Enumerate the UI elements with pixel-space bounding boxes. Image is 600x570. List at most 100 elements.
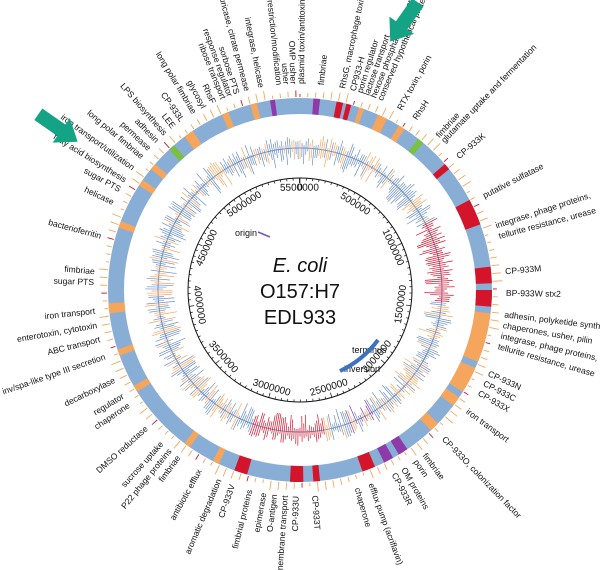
gc-spike bbox=[286, 137, 289, 154]
gc-spike bbox=[375, 401, 382, 410]
scale-minor-tick bbox=[193, 323, 197, 326]
scale-tick-label: 4500000 bbox=[194, 228, 220, 268]
feature-tick bbox=[404, 451, 407, 456]
gc-spike bbox=[250, 154, 255, 165]
gc-spike bbox=[211, 393, 225, 412]
gc-spike bbox=[394, 185, 407, 198]
feature-tick bbox=[477, 364, 486, 368]
gc-spike bbox=[345, 410, 355, 434]
gc-spike bbox=[417, 351, 429, 358]
gc-spike bbox=[240, 157, 247, 169]
feature-tick bbox=[491, 311, 499, 314]
scale-minor-tick bbox=[353, 192, 356, 195]
gc-spike bbox=[337, 423, 341, 432]
scale-minor-tick bbox=[210, 221, 214, 224]
island-segment bbox=[250, 102, 261, 121]
feature-tick bbox=[106, 245, 112, 248]
island-segment bbox=[440, 388, 460, 406]
gc-spike bbox=[361, 155, 367, 167]
highlight-arrows bbox=[34, 0, 424, 143]
gc-spike bbox=[151, 259, 175, 265]
gc-spike bbox=[261, 420, 265, 431]
gc-spike bbox=[374, 163, 382, 174]
gc-spike bbox=[402, 382, 415, 394]
gc-spike bbox=[148, 316, 176, 324]
gc-spike bbox=[361, 152, 372, 170]
gc-spike bbox=[316, 420, 320, 440]
scale-minor-tick bbox=[203, 232, 207, 235]
gc-spike bbox=[205, 399, 217, 414]
feature-tick bbox=[214, 465, 220, 475]
gc-spike bbox=[403, 363, 422, 377]
gc-spike bbox=[393, 376, 407, 389]
gc-spike bbox=[401, 386, 411, 395]
scale-tick-label: 5500000 bbox=[280, 183, 319, 194]
feature-tick bbox=[115, 367, 124, 373]
gc-spike bbox=[429, 250, 442, 255]
gc-spike bbox=[219, 399, 232, 418]
gc-spike bbox=[364, 411, 369, 420]
gc-spike bbox=[225, 411, 234, 425]
gc-spike bbox=[236, 403, 248, 426]
scale-minor-tick bbox=[378, 211, 381, 214]
gc-spike bbox=[431, 310, 446, 314]
feature-tick bbox=[421, 133, 427, 141]
feature-tick bbox=[169, 135, 176, 144]
annotation-label: plasmid toxin/antitoxin bbox=[296, 0, 307, 84]
gc-spike bbox=[153, 297, 175, 300]
annotation-label: fimbriae bbox=[316, 54, 329, 86]
gc-spike bbox=[431, 322, 445, 327]
scale-tick-label: 1000000 bbox=[380, 228, 406, 268]
gc-spike bbox=[425, 315, 452, 322]
gc-spike bbox=[320, 423, 323, 434]
scale-tick-label: 0 bbox=[297, 183, 303, 194]
gc-spike bbox=[398, 388, 402, 393]
gc-spike bbox=[145, 303, 169, 307]
scale-minor-tick bbox=[393, 231, 397, 234]
island-segment bbox=[357, 451, 376, 472]
gc-spike bbox=[219, 161, 228, 174]
gc-spike bbox=[420, 359, 429, 365]
feature-tick bbox=[439, 422, 444, 426]
feature-tick bbox=[202, 458, 206, 463]
gc-spike bbox=[212, 162, 223, 178]
gc-spike bbox=[389, 396, 399, 408]
gc-spike bbox=[334, 145, 338, 156]
gc-spike bbox=[385, 386, 402, 405]
island-segment bbox=[475, 289, 492, 307]
gc-spike bbox=[155, 264, 176, 269]
island-segment bbox=[133, 377, 151, 392]
feature-tick bbox=[317, 482, 319, 492]
gc-spike bbox=[424, 229, 438, 237]
gc-spike bbox=[415, 354, 426, 361]
annotation-label: glutamate uptake and fermentation bbox=[439, 42, 539, 145]
feature-tick bbox=[463, 391, 469, 396]
gc-spike bbox=[405, 375, 418, 385]
gc-spike bbox=[171, 205, 192, 220]
feature-tick bbox=[347, 476, 350, 483]
gc-spike bbox=[429, 265, 449, 270]
gc-spike bbox=[403, 361, 426, 378]
gc-spike bbox=[336, 140, 344, 161]
gc-spike bbox=[350, 154, 357, 167]
gc-spike bbox=[156, 240, 176, 248]
scale-minor-tick bbox=[234, 378, 237, 382]
gc-spike bbox=[323, 147, 329, 168]
gc-spike bbox=[223, 406, 232, 420]
gc-spike bbox=[377, 172, 386, 184]
feature-tick bbox=[395, 119, 399, 123]
gc-spike bbox=[360, 156, 374, 180]
gc-spike bbox=[261, 148, 266, 161]
gc-spike bbox=[419, 247, 446, 256]
feature-tick bbox=[277, 481, 280, 490]
feature-tick bbox=[163, 141, 170, 149]
feature-tick bbox=[382, 107, 387, 116]
gc-spike bbox=[360, 407, 368, 422]
scale-minor-tick bbox=[274, 396, 276, 400]
gc-spike bbox=[158, 346, 179, 357]
gc-spike bbox=[319, 135, 325, 159]
strain-name: EDL933 bbox=[264, 307, 336, 329]
feature-tick bbox=[450, 410, 458, 417]
gc-spike bbox=[426, 225, 441, 233]
gc-spike bbox=[438, 296, 451, 298]
